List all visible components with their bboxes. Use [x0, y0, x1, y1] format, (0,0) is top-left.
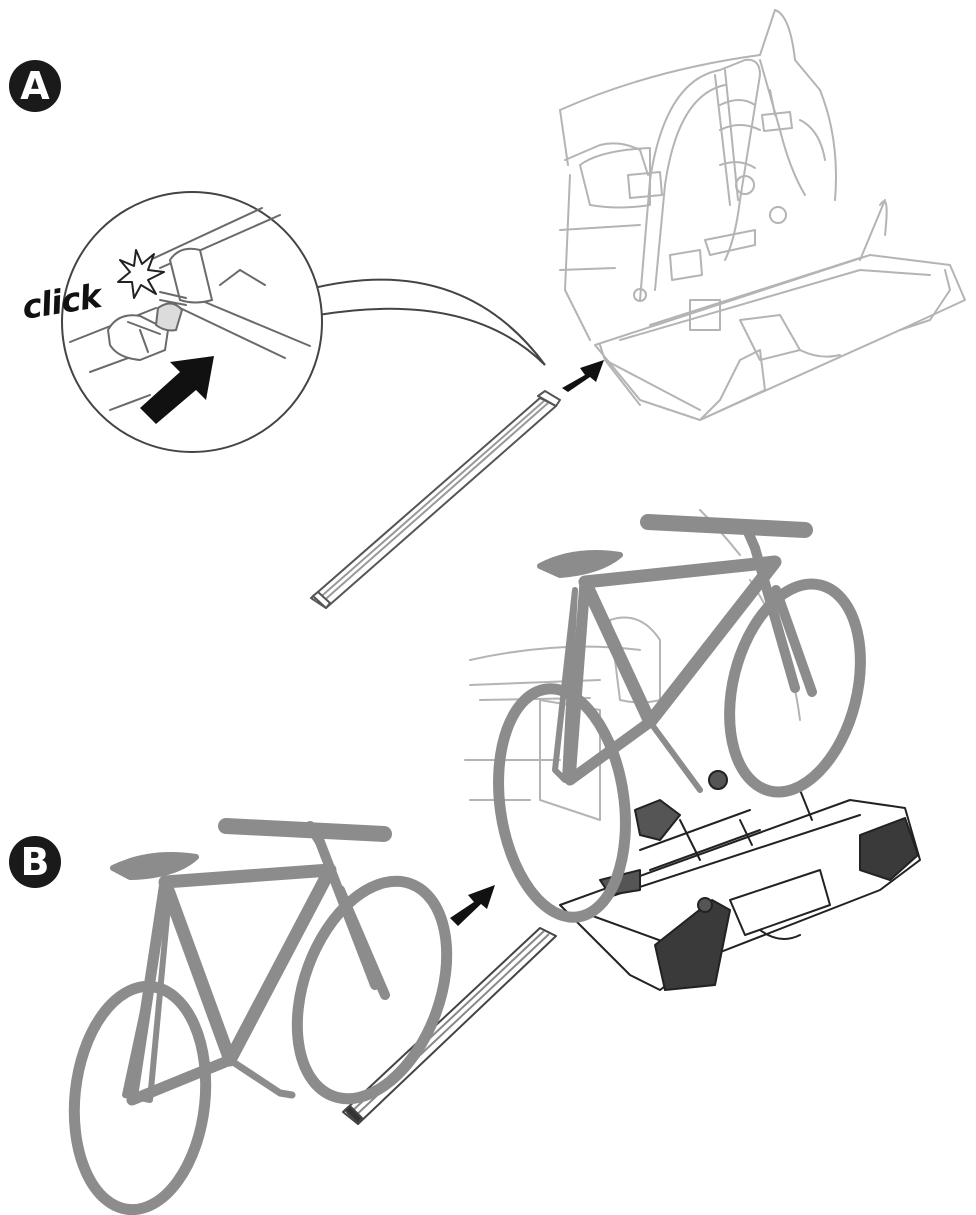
step-b-badge: B	[9, 836, 61, 888]
car-with-carrier-a	[559, 9, 966, 421]
detail-callout	[61, 191, 546, 453]
starburst-icon	[117, 249, 165, 299]
carrier-platform	[559, 770, 921, 991]
loading-ramp-a	[310, 390, 561, 609]
step-a-badge: A	[9, 60, 61, 112]
bike-on-carrier	[493, 514, 866, 923]
insert-arrow-a-icon	[562, 360, 604, 392]
push-arrow-icon	[140, 356, 214, 424]
bike-to-load	[68, 818, 453, 1215]
insert-arrow-b-icon	[450, 885, 495, 926]
